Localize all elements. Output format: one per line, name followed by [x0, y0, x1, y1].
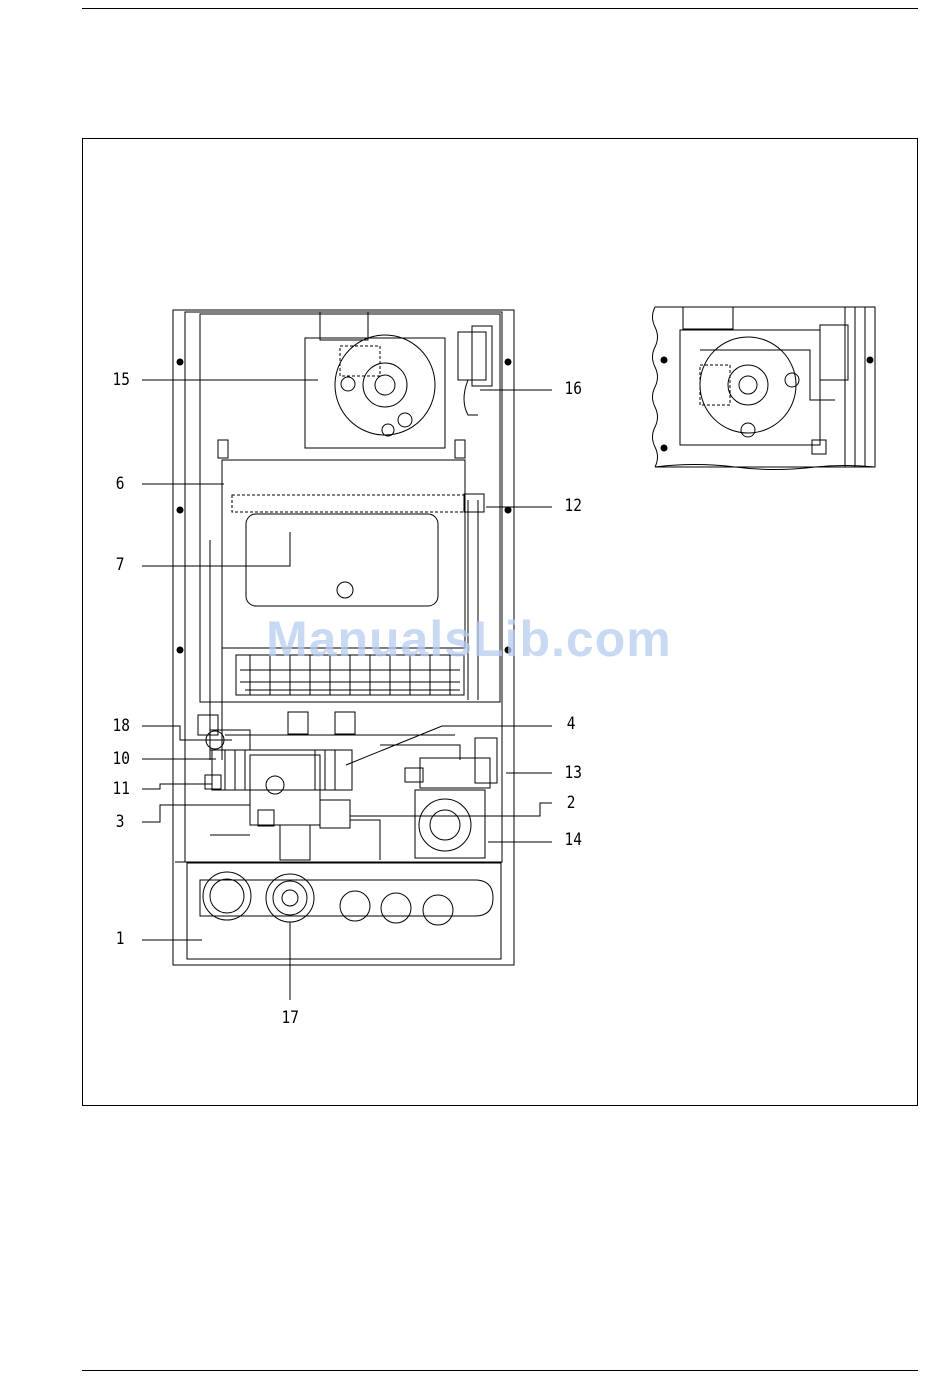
watermark: ManualsLib.com	[266, 610, 672, 668]
callout-11: 11	[113, 781, 130, 798]
callout-16: 16	[565, 381, 582, 398]
leader-7	[142, 532, 290, 566]
callout-12: 12	[565, 498, 582, 515]
callout-13: 13	[565, 765, 582, 782]
callout-3: 3	[116, 814, 125, 831]
air-vent	[475, 738, 497, 783]
pump	[415, 790, 485, 858]
inset-detail-view	[653, 307, 876, 470]
heat-exchanger	[232, 495, 464, 512]
leader-11	[142, 784, 212, 789]
callout-14: 14	[565, 832, 582, 849]
callout-1: 1	[116, 931, 125, 948]
callout-17: 17	[282, 1010, 299, 1027]
callout-15: 15	[113, 372, 130, 389]
knob-2	[381, 893, 411, 923]
leader-3	[142, 805, 250, 822]
callout-18: 18	[113, 718, 130, 735]
callout-4: 4	[567, 716, 576, 733]
callout-7: 7	[116, 557, 125, 574]
dhw-exchanger	[212, 750, 352, 790]
knob-3	[423, 895, 453, 925]
callout-10: 10	[113, 751, 130, 768]
callout-2: 2	[567, 795, 576, 812]
leader-2	[350, 803, 552, 816]
callout-6: 6	[116, 476, 125, 493]
